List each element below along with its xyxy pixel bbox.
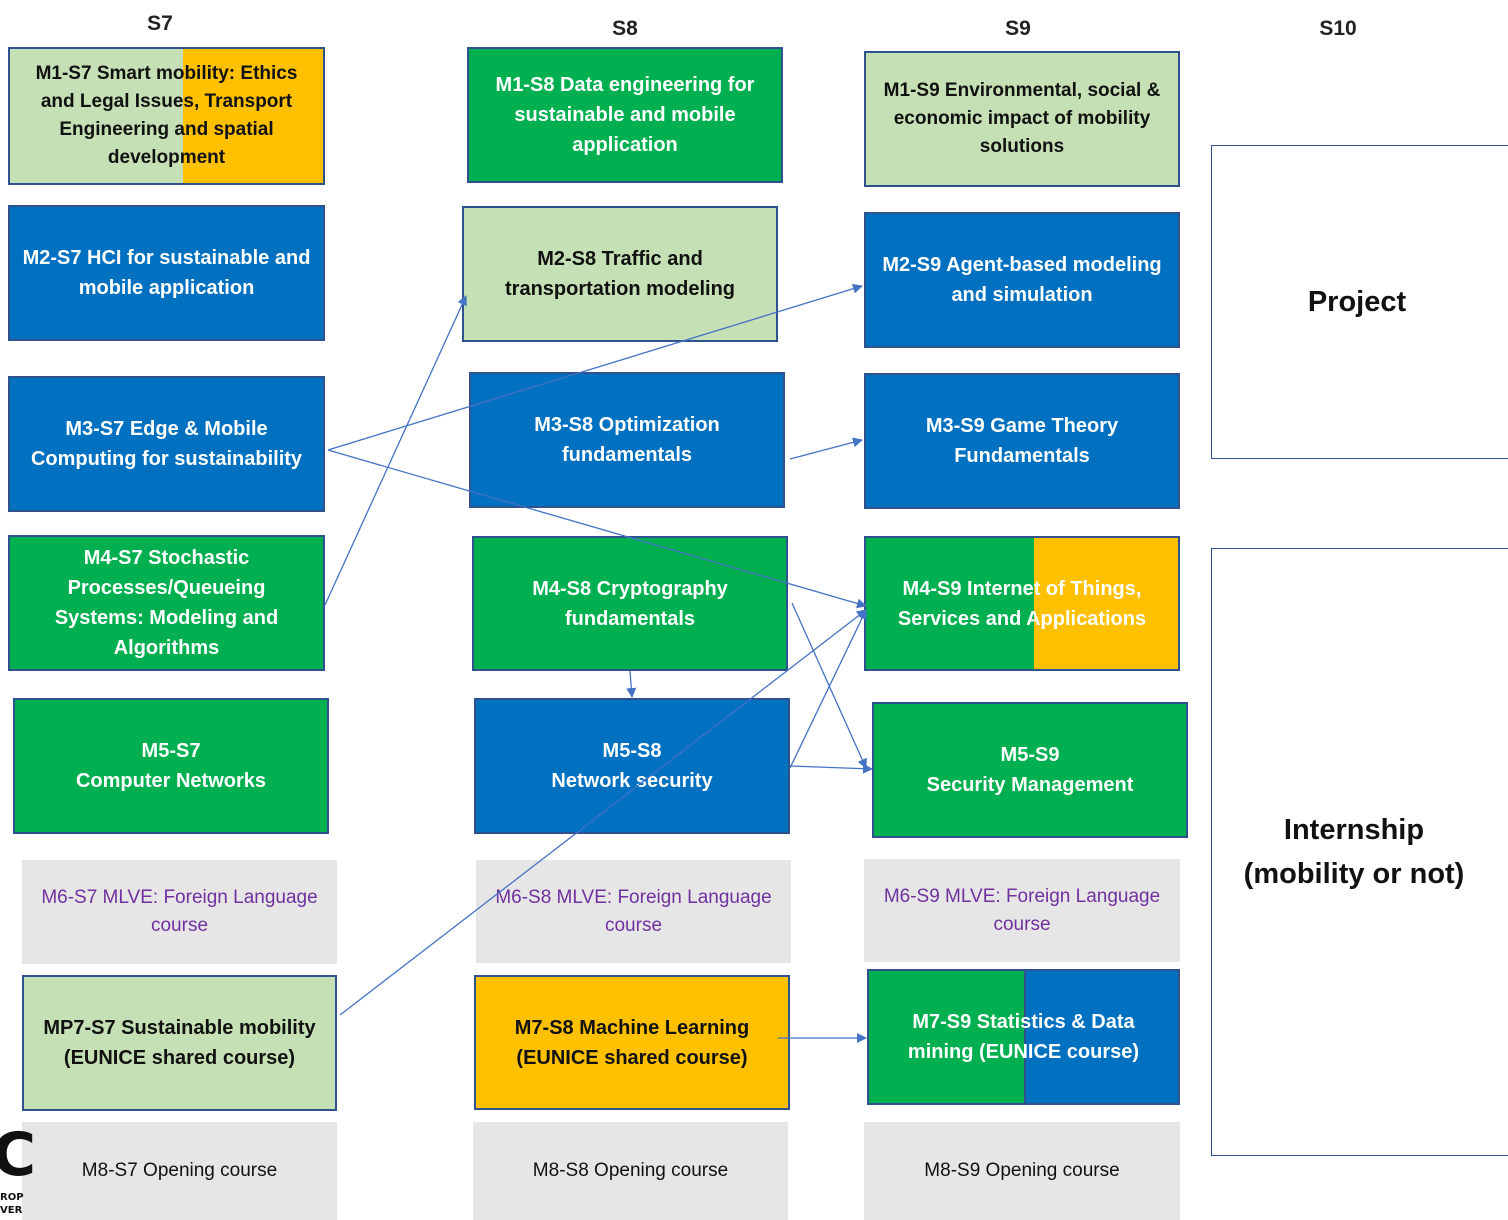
module-m3-s9-label: M3-S9 Game Theory Fundamentals: [925, 415, 1119, 467]
module-m5-s8-label: M5-S8 Network security: [551, 740, 713, 792]
module-m5-s7: M5-S7 Computer Networks: [13, 698, 329, 834]
module-m1-s8-label: M1-S8 Data engineering for sustainable a…: [495, 74, 755, 156]
module-m8-s7-label: M8-S7 Opening course: [81, 1160, 278, 1181]
blue-split: [1024, 971, 1178, 1103]
module-m8-s9: M8-S9 Opening course: [864, 1122, 1180, 1220]
module-m3-s8-label: M3-S8 Optimization fundamentals: [534, 414, 720, 466]
module-m3-s8: M3-S8 Optimization fundamentals: [469, 372, 785, 508]
arrow-m4-s8-to-m5-s9: [791, 602, 867, 769]
module-m8-s8: M8-S8 Opening course: [473, 1122, 788, 1220]
module-m2-s7-label: M2-S7 HCI for sustainable and mobile app…: [22, 247, 311, 299]
module-m1-s9-label: M1-S9 Environmental, social & economic i…: [883, 80, 1161, 157]
module-m5-s9-label: M5-S9 Security Management: [926, 744, 1134, 796]
module-m2-s9-label: M2-S9 Agent-based modeling and simulatio…: [882, 254, 1162, 306]
project-box: Project: [1211, 145, 1508, 459]
module-m1-s9: M1-S9 Environmental, social & economic i…: [864, 51, 1180, 187]
module-m4-s7: M4-S7 Stochastic Processes/Queueing Syst…: [8, 535, 325, 671]
module-mp7-s7: MP7-S7 Sustainable mobility (EUNICE shar…: [22, 975, 337, 1111]
module-m8-s9-label: M8-S9 Opening course: [924, 1160, 1120, 1181]
module-m7-s9-label: M7-S9 Statistics & Data mining (EUNICE c…: [907, 1011, 1140, 1063]
module-m1-s7: M1-S7 Smart mobility: Ethics and Legal I…: [8, 47, 325, 185]
module-m1-s8: M1-S8 Data engineering for sustainable a…: [467, 47, 783, 183]
module-m2-s8-label: M2-S8 Traffic and transportation modelin…: [505, 248, 735, 300]
header-s9: S9: [1005, 17, 1031, 40]
header-s7: S7: [147, 12, 173, 35]
module-m7-s8-label: M7-S8 Machine Learning (EUNICE shared co…: [514, 1016, 750, 1069]
module-m5-s7-label: M5-S7 Computer Networks: [75, 740, 267, 792]
module-m8-s7: M8-S7 Opening course: [22, 1122, 337, 1220]
module-m6-s7: M6-S7 MLVE: Foreign Language course: [22, 860, 337, 964]
orange-split: [1034, 538, 1178, 669]
module-m4-s8-label: M4-S8 Cryptography fundamentals: [532, 577, 728, 630]
module-m6-s7-label: M6-S7 MLVE: Foreign Language course: [41, 887, 318, 936]
arrow-m5-s8-to-m5-s9: [789, 763, 873, 774]
arrow-m4-s8-to-m5-s8: [626, 670, 637, 698]
module-m2-s9: M2-S9 Agent-based modeling and simulatio…: [864, 212, 1180, 348]
module-m4-s8: M4-S8 Cryptography fundamentals: [472, 536, 788, 671]
module-mp7-s7-label: MP7-S7 Sustainable mobility (EUNICE shar…: [43, 1017, 316, 1069]
module-m4-s7-label: M4-S7 Stochastic Processes/Queueing Syst…: [54, 547, 279, 659]
module-m6-s8: M6-S8 MLVE: Foreign Language course: [476, 860, 791, 963]
header-s8: S8: [612, 17, 638, 40]
project-label: Project: [1307, 286, 1407, 318]
module-m2-s7: M2-S7 HCI for sustainable and mobile app…: [8, 205, 325, 341]
module-m5-s9: M5-S9 Security Management: [872, 702, 1188, 838]
logo-letter: C: [0, 1120, 37, 1190]
module-m4-s9: M4-S9 Internet of Things, Services and A…: [864, 536, 1180, 671]
eunice-logo: C ROP VER: [0, 1120, 40, 1220]
module-m3-s9: M3-S9 Game Theory Fundamentals: [864, 373, 1180, 509]
internship-box: Internship (mobility or not): [1211, 548, 1508, 1156]
module-m2-s8: M2-S8 Traffic and transportation modelin…: [462, 206, 778, 342]
module-m6-s9-label: M6-S9 MLVE: Foreign Language course: [883, 885, 1161, 935]
orange-split: [183, 49, 323, 183]
module-m7-s8: M7-S8 Machine Learning (EUNICE shared co…: [474, 975, 790, 1110]
module-m3-s7-label: M3-S7 Edge & Mobile Computing for sustai…: [30, 418, 303, 470]
module-m4-s9-label: M4-S9 Internet of Things, Services and A…: [897, 577, 1147, 630]
module-m8-s8-label: M8-S8 Opening course: [532, 1160, 729, 1181]
arrow-m5-s8-to-m4-s9: [789, 609, 867, 769]
module-m7-s9: M7-S9 Statistics & Data mining (EUNICE c…: [867, 969, 1180, 1105]
arrow-m3-s8-to-m3-s9: [789, 437, 863, 460]
logo-text-1: ROP: [0, 1192, 24, 1203]
header-s10: S10: [1319, 17, 1357, 40]
arrow-m4-s7-to-m2-s8: [324, 295, 467, 606]
module-m1-s7-label: M1-S7 Smart mobility: Ethics and Legal I…: [35, 63, 298, 168]
module-m3-s7: M3-S7 Edge & Mobile Computing for sustai…: [8, 376, 325, 512]
logo-text-2: VER: [0, 1205, 23, 1216]
module-m5-s8: M5-S8 Network security: [474, 698, 790, 834]
module-m6-s8-label: M6-S8 MLVE: Foreign Language course: [495, 886, 772, 936]
internship-label: Internship (mobility or not): [1243, 814, 1465, 890]
module-m6-s9: M6-S9 MLVE: Foreign Language course: [864, 859, 1180, 962]
